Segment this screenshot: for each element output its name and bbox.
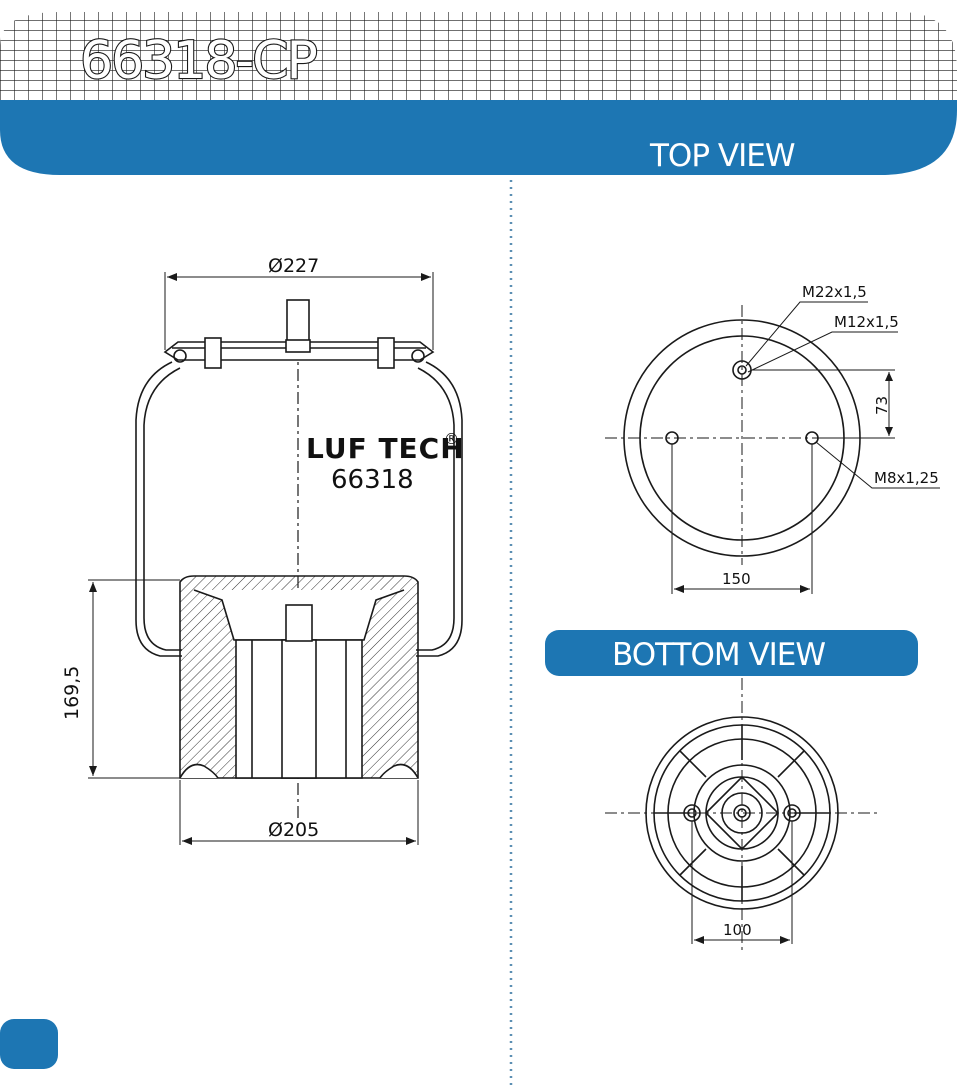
header-banner: 66318-CP TOP VIEW: [0, 12, 957, 175]
thread-secondary-label: M12x1,5: [834, 313, 899, 331]
dim-bottom-diameter: Ø205: [268, 819, 319, 841]
dim-bottom-bolt-spacing: 100: [723, 921, 752, 939]
bottom-view: [605, 678, 880, 950]
top-view-title: TOP VIEW: [649, 138, 795, 174]
brand-registered-mark: ®: [444, 430, 459, 448]
bottom-view-title: BOTTOM VIEW: [612, 637, 825, 673]
part-code: 66318-CP: [80, 31, 316, 91]
dim-top-bolt-spacing: 150: [722, 570, 751, 588]
top-view: [605, 301, 940, 594]
part-number: 66318: [331, 465, 414, 495]
thread-bolts-label: M8x1,25: [874, 469, 939, 487]
page-tab: [0, 1019, 58, 1069]
bottom-view-banner: BOTTOM VIEW: [545, 630, 918, 676]
dim-top-diameter: Ø227: [268, 255, 319, 277]
brand-logo: LUF TECH: [306, 432, 465, 465]
dim-offset: 73: [873, 396, 891, 415]
thread-main-label: M22x1,5: [802, 283, 867, 301]
dim-height: 169,5: [61, 666, 83, 720]
side-view: [88, 272, 463, 845]
